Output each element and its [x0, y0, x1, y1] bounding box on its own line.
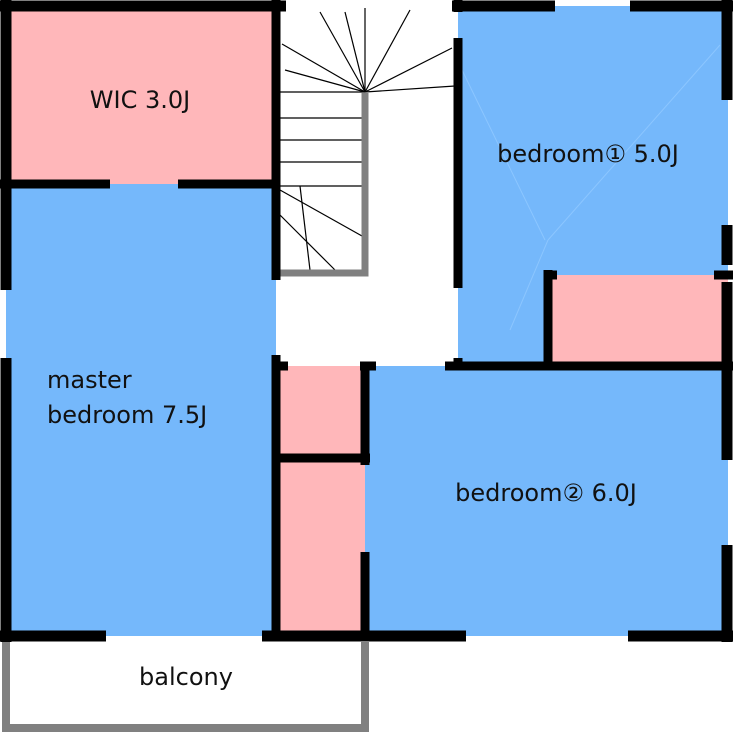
bedroom-2 — [365, 366, 728, 636]
bedroom-1-label: bedroom① 5.0J — [497, 140, 679, 168]
bedroom-1-faint-lines — [461, 44, 721, 331]
wic-label: WIC 3.0J — [90, 86, 190, 114]
balcony-railing — [2, 642, 369, 732]
master-bedroom-label-line2: bedroom 7.5J — [47, 401, 207, 429]
staircase — [279, 8, 456, 271]
balcony-label: balcony — [139, 663, 233, 691]
linen-closet-lower — [276, 458, 365, 636]
interior-walls — [0, 0, 733, 640]
master-bedroom-label-line1: master — [47, 366, 132, 394]
stair-rail — [279, 93, 369, 277]
master-bedroom — [6, 184, 276, 636]
balcony-area — [6, 636, 365, 728]
bedroom-2-label: bedroom② 6.0J — [455, 479, 637, 507]
wic-room — [6, 6, 276, 184]
linen-closet-upper — [276, 366, 365, 458]
bedroom-1-closet — [548, 275, 728, 366]
